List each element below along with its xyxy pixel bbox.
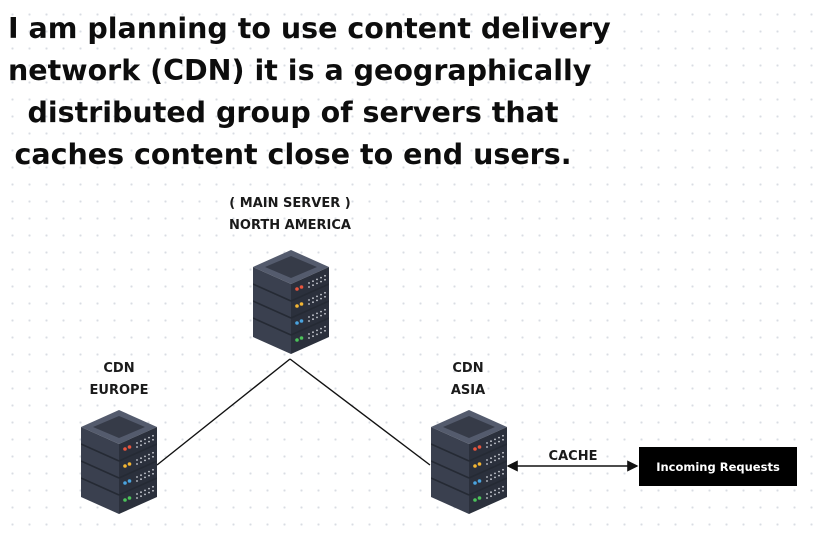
server-rack-icon (253, 250, 329, 354)
headline-line: network (CDN) it is a geographically (8, 54, 592, 87)
incoming-requests-label: Incoming Requests (656, 459, 780, 474)
cdn-asia-region: ASIA (450, 383, 486, 398)
main-server-label: ( MAIN SERVER ) NORTH AMERICA (210, 193, 370, 237)
cdn-europe-label: CDN EUROPE (79, 358, 159, 402)
cdn-asia-label: CDN ASIA (428, 358, 508, 402)
incoming-requests-box: Incoming Requests (639, 447, 797, 486)
cache-label: CACHE (548, 449, 598, 464)
headline-line: I am planning to use content delivery (8, 12, 611, 45)
cdn-europe-title: CDN (103, 361, 135, 376)
headline-line: distributed group of servers that (27, 96, 559, 129)
server-rack-icon (81, 410, 157, 514)
link-main-to-europe (156, 358, 291, 466)
cdn-asia-title: CDN (452, 361, 484, 376)
headline: I am planning to use content delivery ne… (8, 8, 611, 176)
main-server-title: ( MAIN SERVER ) (229, 196, 351, 211)
cdn-europe-region: EUROPE (89, 383, 149, 398)
link-main-to-asia (289, 358, 431, 466)
server-rack-icon (431, 410, 507, 514)
main-server-region: NORTH AMERICA (229, 218, 351, 233)
headline-line: caches content close to end users. (14, 138, 572, 171)
